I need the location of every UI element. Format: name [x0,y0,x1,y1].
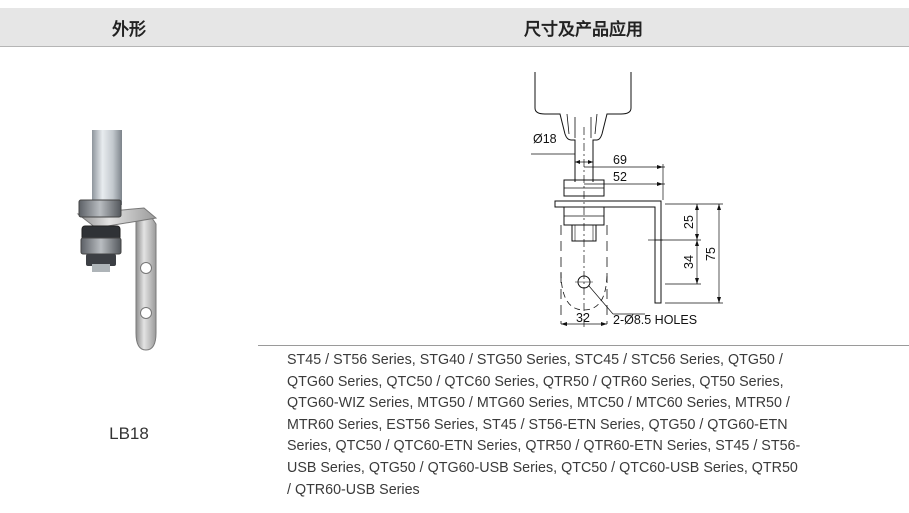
holes-label: 2-Ø8.5 HOLES [613,313,697,327]
application-list: ST45 / ST56 Series, STG40 / STG50 Series… [287,350,887,501]
application-line: ST45 / ST56 Series, STG40 / STG50 Series… [287,352,783,368]
dimension-34: 34 [682,255,696,269]
table-header: 外形 尺寸及产品应用 [0,8,909,47]
header-appearance: 外形 [112,19,146,40]
dimension-drawing: Ø18 69 52 25 34 75 32 2-Ø8.5 HOLES [531,72,723,327]
bracket-product-photo [76,130,158,351]
dimension-52: 52 [613,170,627,184]
dimension-69: 69 [613,153,627,167]
diameter-label: Ø18 [533,132,557,146]
model-name: LB18 [109,424,149,443]
application-line: Series, QTC50 / QTC60-ETN Series, QTR50 … [287,438,801,455]
application-line: MTR60 Series, EST56 Series, ST45 / ST56-… [287,416,788,433]
row-divider [258,345,909,346]
header-dimensions-application: 尺寸及产品应用 [524,19,643,40]
application-line: / QTR60-USB Series [287,481,420,498]
application-line: QTG60-WIZ Series, MTG50 / MTG60 Series, … [287,395,790,412]
dimension-75: 75 [704,247,718,261]
application-line: USB Series, QTG50 / QTG60-USB Series, QT… [287,459,798,476]
application-line: QTG60 Series, QTC50 / QTC60 Series, QTR5… [287,373,784,390]
dimension-25: 25 [682,215,696,229]
dimension-32: 32 [576,311,590,325]
